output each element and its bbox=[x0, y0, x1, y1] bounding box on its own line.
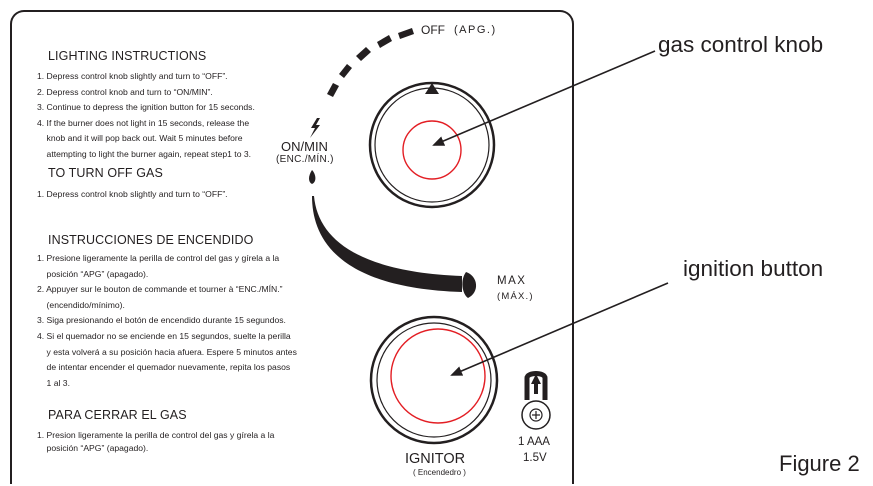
onmin-label-es: (ENC./MÍN.) bbox=[276, 154, 334, 165]
instruction-line: 2. Appuyer sur le bouton de commande et … bbox=[37, 284, 283, 295]
instruction-line: 1. Presione ligeramente la perilla de co… bbox=[37, 253, 280, 263]
knob-callout-arrow bbox=[432, 50, 656, 146]
button-callout-label: ignition button bbox=[683, 256, 824, 281]
max-label: MAX bbox=[497, 275, 527, 287]
cerrar-gas-title: PARA CERRAR EL GAS bbox=[48, 408, 187, 422]
battery-type-label: 1 AAA bbox=[518, 436, 550, 448]
instruction-line: de intentar encender el quemador nuevame… bbox=[37, 362, 291, 373]
instruction-line: (encendido/mínimo). bbox=[37, 299, 125, 310]
button-callout-arrow bbox=[450, 282, 669, 376]
gas-control-knob[interactable] bbox=[368, 81, 496, 209]
instruction-line: 3. Siga presionando el botón de encendid… bbox=[37, 315, 286, 326]
turn-off-gas-title: TO TURN OFF GAS bbox=[48, 166, 163, 180]
lighting-instructions-title: LIGHTING INSTRUCTIONS bbox=[48, 49, 207, 63]
instruction-line: posición “APG” (apagado). bbox=[37, 268, 149, 279]
ignitor-label-es: ( Encendedro ) bbox=[413, 468, 466, 477]
instruction-line: 1. Presion ligeramente la perilla de con… bbox=[37, 430, 275, 440]
max-flame-icon bbox=[462, 272, 477, 298]
instruction-line: 3. Continue to depress the ignition butt… bbox=[37, 102, 255, 112]
spark-icon bbox=[310, 118, 320, 138]
battery-voltage-label: 1.5V bbox=[523, 452, 547, 464]
off-label-es: (APG.) bbox=[454, 24, 497, 36]
instruction-line: posición “APG” (apagado). bbox=[37, 443, 149, 453]
instruction-line: 1. Depress control knob slightly and tur… bbox=[37, 189, 228, 199]
ignitor-label: IGNITOR bbox=[405, 451, 466, 467]
instruction-panel bbox=[10, 10, 574, 484]
instruction-line: 1 al 3. bbox=[37, 377, 70, 388]
instruction-line: knob and it will pop back out. Wait 5 mi… bbox=[37, 133, 243, 143]
figure-label: Figure 2 bbox=[779, 451, 860, 476]
instruction-line: 4. Si el quemador no se enciende en 15 s… bbox=[37, 331, 291, 341]
battery-icon bbox=[521, 371, 551, 430]
instrucciones-title: INSTRUCCIONES DE ENCENDIDO bbox=[48, 233, 254, 247]
max-label-es: (MÁX.) bbox=[497, 291, 534, 302]
instruction-line: attempting to light the burner again, re… bbox=[37, 148, 252, 159]
off-label: OFF bbox=[421, 23, 445, 37]
dial-solid-arc bbox=[312, 196, 462, 292]
knob-callout-label: gas control knob bbox=[658, 32, 824, 57]
instruction-line: 1. Depress control knob slightly and tur… bbox=[37, 71, 228, 81]
min-flame-icon bbox=[309, 170, 316, 184]
instruction-line: y esta volverá a su posición hacia afuer… bbox=[37, 346, 297, 357]
onmin-label: ON/MIN bbox=[281, 139, 328, 154]
ignition-button[interactable] bbox=[369, 315, 499, 445]
dial-dashed-arc bbox=[327, 28, 414, 97]
instruction-line: 4. If the burner does not light in 15 se… bbox=[37, 117, 250, 128]
instruction-line: 2. Depress control knob and turn to “ON/… bbox=[37, 86, 213, 97]
